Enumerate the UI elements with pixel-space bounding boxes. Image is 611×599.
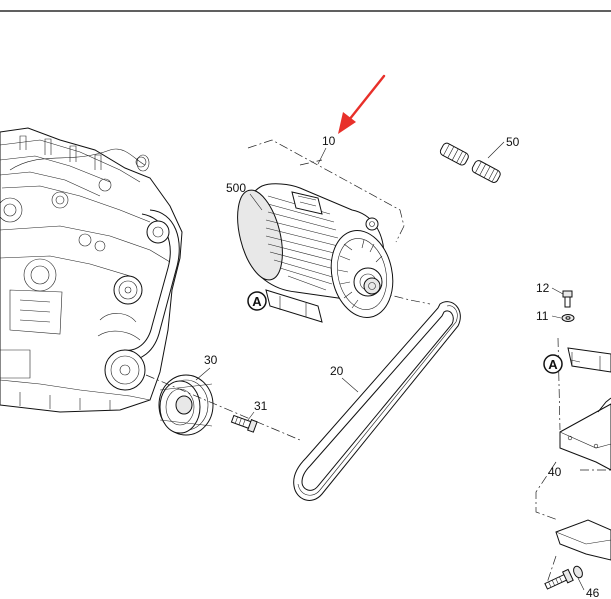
electric-motor [237,183,394,323]
callout-30: 30 [204,353,218,367]
threaded-spacers [439,142,501,183]
callout-50: 50 [506,135,520,149]
reference-marker-bracket: A [543,354,563,374]
assembly-10-outline [247,139,405,243]
leader-lines [195,141,585,591]
mounting-bracket [555,347,611,561]
callout-12: 12 [536,281,550,295]
callout-40: 40 [548,465,562,479]
bolt-12 [562,290,573,308]
svg-text:A: A [548,357,558,372]
red-pointer-arrow [338,74,386,134]
reference-marker-motor: A [247,291,267,311]
callout-500: 500 [226,181,246,195]
callout-20: 20 [330,364,344,378]
bracket-outline [535,337,611,521]
callout-31: 31 [254,399,268,413]
crank-pulley [158,374,214,436]
crank-axis-line [145,374,301,441]
callout-10: 10 [322,134,336,148]
washer-11 [561,314,575,322]
engine-illustration [0,127,183,413]
callout-46: 46 [586,586,600,599]
bolt-46 [544,565,583,590]
svg-text:A: A [252,294,262,309]
crank-bolt [230,414,258,433]
v-belt [293,301,461,501]
callout-11: 11 [536,309,549,323]
